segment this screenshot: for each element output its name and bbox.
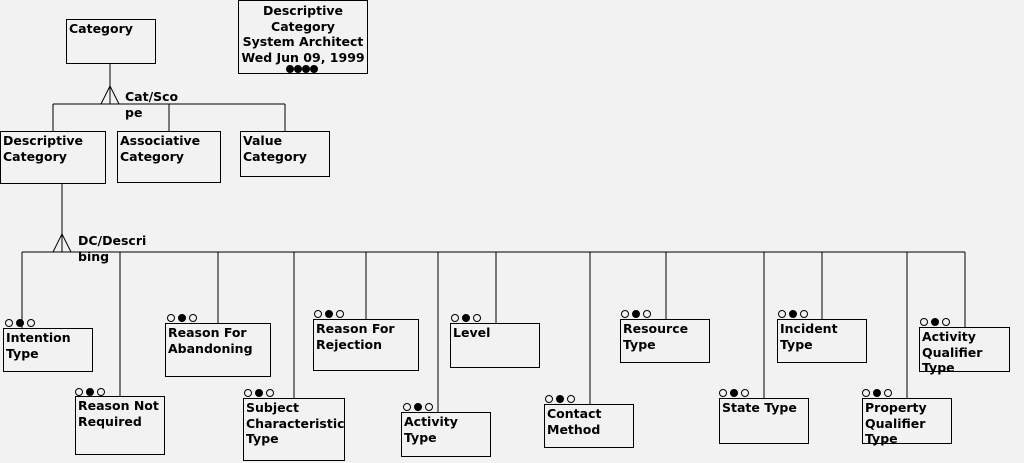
entity-incident-type[interactable]: Incident Type [777,319,867,363]
title-line-3: System Architect [242,34,364,49]
entity-intention-type[interactable]: Intention Type [3,328,93,372]
title-dots [239,65,367,73]
entity-resource-type[interactable]: Resource Type [620,319,710,363]
entity-reason-not-required[interactable]: Reason Not Required [75,396,165,455]
entity-descriptive-category[interactable]: Descriptive Category [0,131,106,184]
entity-level[interactable]: Level [450,323,540,368]
title-line-1: Descriptive [263,3,343,18]
entity-contact-method[interactable]: Contact Method [544,404,634,448]
entity-property-qualifier-type[interactable]: Property Qualifier Type [862,398,952,446]
entity-state-type[interactable]: State Type [719,398,809,444]
entity-subject-characteristic-type[interactable]: Subject Characteristic Type [243,398,345,461]
relationship-cat-scope-label: Cat/Sco pe [125,89,179,120]
entity-value-category[interactable]: Value Category [240,131,330,177]
entity-reason-for-abandoning[interactable]: Reason For Abandoning [165,323,271,377]
entity-activity-qualifier-type[interactable]: Activity Qualifier Type [919,327,1010,375]
title-line-4: Wed Jun 09, 1999 [241,49,365,65]
entity-associative-category[interactable]: Associative Category [117,131,221,183]
title-line-2: Category [271,18,335,34]
entity-activity-type[interactable]: Activity Type [401,412,491,457]
relationship-dc-describing-label: DC/Descri bing [78,233,147,264]
entity-category[interactable]: Category [66,19,156,64]
diagram-title-box: Descriptive Category System Architect We… [238,0,368,74]
entity-reason-for-rejection[interactable]: Reason For Rejection [313,319,419,371]
